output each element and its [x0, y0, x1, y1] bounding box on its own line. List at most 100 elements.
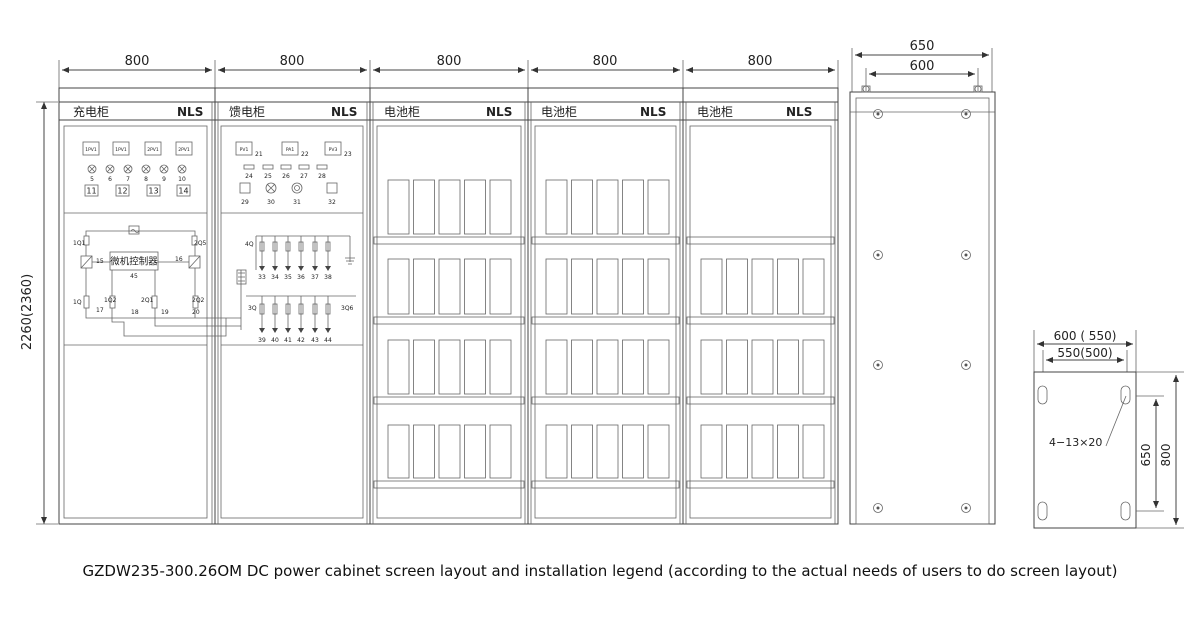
battery-shelf	[531, 236, 680, 245]
feeder-row1-37: 37	[311, 274, 319, 281]
battery-cell	[464, 179, 486, 235]
battery-shelf	[373, 396, 525, 405]
charger-lamps	[87, 164, 187, 174]
battery-cell	[489, 258, 512, 315]
feeder-row2-39: 39	[258, 337, 266, 344]
feeder-panel: PV1 PA1 PV3 21 22 23 24 25 26 27 28 29 3…	[235, 141, 356, 344]
feeder-row1-38: 38	[324, 274, 332, 281]
charger-label-17: 17	[96, 307, 104, 314]
battery-cell	[438, 258, 461, 315]
battery-cell	[387, 258, 410, 315]
lamp-no-5: 5	[90, 176, 94, 183]
battery-shelf	[531, 480, 680, 489]
charger-label-1Q2: 1Q2	[104, 297, 117, 304]
feeder-mid-29: 29	[241, 199, 249, 206]
cabinet-name-2: 馈电柜	[229, 105, 265, 119]
battery-cell	[545, 179, 568, 235]
controller-number: 45	[130, 273, 138, 280]
battery-cell	[726, 258, 748, 315]
battery-cell	[751, 339, 774, 395]
cabinet-name-1: 充电柜	[73, 104, 109, 119]
battery-cell	[571, 258, 593, 315]
side-outer-width: 650	[910, 39, 935, 54]
battery-cell	[700, 258, 723, 315]
battery-cell	[464, 339, 486, 395]
battery-cell	[545, 424, 568, 479]
battery-cell	[413, 339, 435, 395]
switch-no-14: 14	[178, 187, 188, 196]
feeder-row2-44: 44	[324, 337, 332, 344]
charger-label-20: 20	[192, 309, 200, 316]
battery-cell	[751, 424, 774, 479]
charger-panel: 1PV1 1PV1 2PV1 2PV1 5 6 7 8 9 10 11 12 1…	[73, 141, 247, 337]
feeder-mid-31: 31	[293, 199, 301, 206]
base-inner-width: 550(500)	[1057, 346, 1112, 360]
battery-cell	[489, 424, 512, 479]
lamp-no-9: 9	[162, 176, 166, 183]
battery-cell	[622, 179, 644, 235]
battery-cell	[647, 258, 670, 315]
battery-cell	[647, 179, 670, 235]
battery-cell	[622, 424, 644, 479]
base-plan: 600 ( 550) 550(500) 4−13×20 650 800	[1033, 329, 1184, 529]
battery-cell	[802, 339, 825, 395]
battery-cell	[802, 424, 825, 479]
battery-cell	[413, 258, 435, 315]
switch-no-11: 11	[86, 187, 96, 196]
feeder-row2-label: 3Q	[248, 305, 257, 312]
battery-shelf	[686, 396, 835, 405]
battery-cell	[413, 424, 435, 479]
feeder-meter-no-23: 23	[344, 151, 352, 158]
battery-cell	[464, 424, 486, 479]
battery-shelf	[686, 480, 835, 489]
feeder-row1-36: 36	[297, 274, 305, 281]
feeder-row1-label: 4Q	[245, 241, 254, 248]
battery-shelf	[686, 316, 835, 325]
cabinet-brand-4: NLS	[640, 105, 666, 119]
side-bolts	[873, 109, 971, 513]
battery-cell	[647, 424, 670, 479]
width-label-5: 800	[748, 54, 773, 69]
battery-cell	[489, 339, 512, 395]
battery-cell	[464, 258, 486, 315]
battery-cell	[438, 339, 461, 395]
battery-cell	[387, 424, 410, 479]
feeder-top-25: 25	[264, 173, 272, 180]
feeder-meter-1: PV1	[240, 147, 249, 153]
battery-cell	[596, 179, 619, 235]
switch-no-12: 12	[117, 187, 127, 196]
battery-cell	[777, 424, 799, 479]
battery-cell	[647, 339, 670, 395]
width-dimensions: 800 800 800 800 800	[58, 54, 839, 90]
battery-cell	[751, 258, 774, 315]
width-label-2: 800	[280, 54, 305, 69]
lamp-no-6: 6	[108, 176, 112, 183]
charger-meter-2: 1PV1	[115, 147, 127, 153]
battery-cell	[438, 179, 461, 235]
height-label: 2260(2360)	[20, 274, 35, 350]
charger-label-2Q1: 2Q1	[141, 297, 154, 304]
base-holes: 4−13×20	[1049, 436, 1102, 449]
battery-cell	[387, 339, 410, 395]
cabinet-name-4: 电池柜	[541, 105, 577, 119]
cabinet-row: 充电柜 NLS 馈电柜 NLS 电池柜 NLS 电池柜 NLS 电池柜 NLS	[58, 87, 839, 525]
width-label-3: 800	[437, 54, 462, 69]
battery-cell	[777, 339, 799, 395]
base-outer-width: 600 ( 550)	[1054, 329, 1117, 343]
charger-label-19: 19	[161, 309, 169, 316]
battery-shelf	[531, 396, 680, 405]
battery-cell	[622, 258, 644, 315]
feeder-meter-3: PV3	[329, 147, 338, 153]
battery-shelf	[686, 236, 835, 245]
battery-cell	[802, 258, 825, 315]
feeder-mid-30: 30	[267, 199, 275, 206]
charger-label-2Q5: 2Q5	[194, 240, 207, 247]
height-dimension: 2260(2360)	[20, 101, 58, 525]
battery-cell	[596, 424, 619, 479]
battery-cell	[571, 179, 593, 235]
feeder-top-26: 26	[282, 173, 290, 180]
width-label-1: 800	[125, 54, 150, 69]
cabinet-name-3: 电池柜	[384, 105, 420, 119]
battery-cell	[726, 339, 748, 395]
side-inner-width: 600	[910, 59, 935, 74]
